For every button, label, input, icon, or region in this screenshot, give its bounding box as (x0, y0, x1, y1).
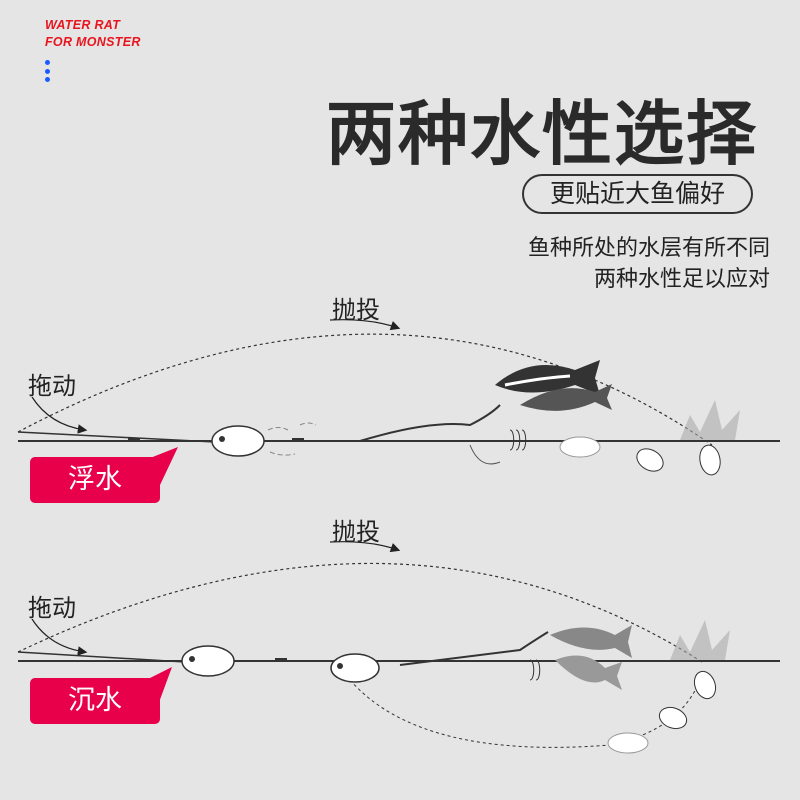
floating-tag: 浮水 (30, 457, 160, 503)
floating-diagram (17, 319, 780, 476)
lure-icon (211, 425, 265, 457)
description-line: 两种水性足以应对 (593, 267, 770, 292)
cast-arrow (329, 541, 401, 553)
description-line: 鱼种所处的水层有所不同 (527, 236, 770, 261)
splash-icon (670, 620, 730, 660)
cast-label: 抛投 (332, 518, 380, 546)
sink-path (349, 679, 701, 748)
brand-logo: WATER RAT FOR MONSTER (45, 17, 141, 51)
sinking-diagram (17, 541, 780, 754)
splash-icon (680, 400, 740, 440)
lure-icon (330, 653, 380, 683)
logo-line2: FOR MONSTER (45, 35, 141, 49)
fishing-line (17, 431, 216, 443)
drag-label: 拖动 (28, 372, 76, 400)
drag-label: 拖动 (28, 594, 76, 622)
cast-label: 抛投 (332, 296, 380, 324)
cast-arc (17, 562, 703, 663)
subtitle-pill: 更贴近大鱼偏好 (522, 174, 753, 214)
fish-icon (495, 360, 612, 411)
sinking-tag: 沉水 (30, 678, 160, 724)
dots-decoration (45, 60, 50, 86)
drag-arrow (31, 396, 88, 434)
description: 鱼种所处的水层有所不同 两种水性足以应对 (528, 233, 770, 295)
cast-arrow (329, 319, 401, 331)
fish-icon (550, 625, 632, 690)
page-title: 两种水性选择 (326, 93, 758, 175)
drag-arrow (31, 618, 88, 656)
lure-icon (181, 645, 235, 677)
fishing-line (17, 651, 186, 663)
logo-line1: WATER RAT (45, 18, 121, 32)
